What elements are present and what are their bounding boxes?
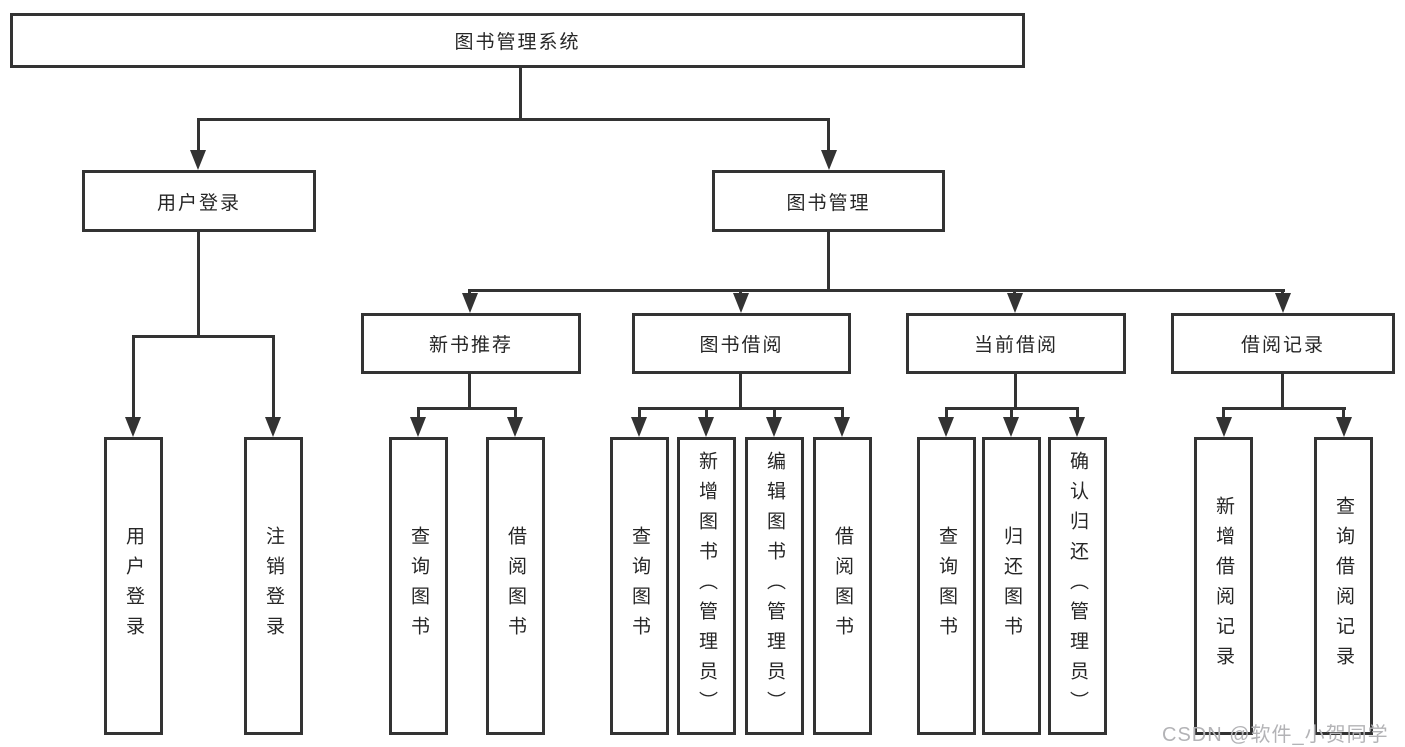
connector-line-h bbox=[417, 407, 517, 410]
leaf-logout: 注销登录 bbox=[244, 437, 303, 735]
connector-line-h bbox=[638, 407, 844, 410]
node-current-borrow-label: 当前借阅 bbox=[973, 335, 1058, 356]
node-borrow-record: 借阅记录 bbox=[1171, 313, 1395, 374]
leaf-borrow-borrow-label: 借阅图书 bbox=[832, 526, 853, 646]
connector-line-v bbox=[705, 407, 708, 421]
connector-line-v bbox=[197, 232, 200, 335]
arrowhead-down-icon bbox=[1336, 417, 1352, 437]
leaf-logout-label: 注销登录 bbox=[263, 526, 284, 646]
connector-line-v bbox=[827, 232, 830, 291]
leaf-newbook-query-label: 查询图书 bbox=[408, 526, 429, 646]
arrowhead-down-icon bbox=[766, 417, 782, 437]
arrowhead-down-icon bbox=[834, 417, 850, 437]
arrowhead-down-icon bbox=[265, 417, 281, 437]
node-user-login: 用户登录 bbox=[82, 170, 316, 232]
arrowhead-down-icon bbox=[821, 150, 837, 170]
leaf-borrow-edit-admin: 编辑图书（管理员） bbox=[745, 437, 804, 735]
connector-line-v bbox=[945, 407, 948, 421]
leaf-record-add: 新增借阅记录 bbox=[1194, 437, 1253, 735]
arrowhead-down-icon bbox=[631, 417, 647, 437]
node-book-management-label: 图书管理 bbox=[786, 192, 871, 214]
leaf-record-query: 查询借阅记录 bbox=[1314, 437, 1373, 735]
connector-line-v bbox=[1281, 374, 1284, 407]
leaf-record-add-label: 新增借阅记录 bbox=[1213, 496, 1234, 676]
node-new-book-recommend-label: 新书推荐 bbox=[428, 335, 513, 356]
node-book-borrow-label: 图书借阅 bbox=[699, 335, 784, 356]
connector-line-v bbox=[1222, 407, 1225, 421]
connector-line-v bbox=[739, 374, 742, 407]
arrowhead-down-icon bbox=[410, 417, 426, 437]
arrowhead-down-icon bbox=[1007, 293, 1023, 313]
node-book-management: 图书管理 bbox=[712, 170, 945, 232]
connector-line-v bbox=[514, 407, 517, 421]
leaf-user-login-label: 用户登录 bbox=[123, 526, 144, 646]
csdn-watermark: CSDN @软件_小贺同学 bbox=[1162, 724, 1389, 746]
leaf-current-return-label: 归还图书 bbox=[1001, 526, 1022, 646]
connector-line-v bbox=[827, 118, 830, 152]
connector-line-h bbox=[197, 118, 830, 121]
leaf-borrow-add-admin-label: 新增图书（管理员） bbox=[696, 451, 717, 721]
node-root: 图书管理系统 bbox=[10, 13, 1025, 68]
leaf-current-confirm-admin-label: 确认归还（管理员） bbox=[1067, 451, 1088, 721]
node-borrow-record-label: 借阅记录 bbox=[1240, 335, 1325, 356]
arrowhead-down-icon bbox=[462, 293, 478, 313]
arrowhead-down-icon bbox=[1275, 293, 1291, 313]
leaf-current-query: 查询图书 bbox=[917, 437, 976, 735]
connector-line-h bbox=[132, 335, 275, 338]
connector-line-v bbox=[197, 118, 200, 152]
connector-line-h bbox=[1222, 407, 1346, 410]
connector-line-v bbox=[841, 407, 844, 421]
leaf-newbook-borrow: 借阅图书 bbox=[486, 437, 545, 735]
leaf-current-return: 归还图书 bbox=[982, 437, 1041, 735]
arrowhead-down-icon bbox=[1069, 417, 1085, 437]
leaf-record-query-label: 查询借阅记录 bbox=[1333, 496, 1354, 676]
leaf-borrow-edit-admin-label: 编辑图书（管理员） bbox=[764, 451, 785, 721]
leaf-current-query-label: 查询图书 bbox=[936, 526, 957, 646]
connector-line-h bbox=[468, 289, 1285, 292]
node-root-label: 图书管理系统 bbox=[454, 32, 581, 53]
leaf-borrow-borrow: 借阅图书 bbox=[813, 437, 872, 735]
leaf-newbook-borrow-label: 借阅图书 bbox=[505, 526, 526, 646]
leaf-borrow-add-admin: 新增图书（管理员） bbox=[677, 437, 736, 735]
node-user-login-label: 用户登录 bbox=[156, 192, 241, 214]
connector-line-v bbox=[773, 407, 776, 421]
connector-line-v bbox=[417, 407, 420, 421]
leaf-current-confirm-admin: 确认归还（管理员） bbox=[1048, 437, 1107, 735]
arrowhead-down-icon bbox=[190, 150, 206, 170]
connector-line-v bbox=[1076, 407, 1079, 421]
arrowhead-down-icon bbox=[125, 417, 141, 437]
leaf-user-login: 用户登录 bbox=[104, 437, 163, 735]
arrowhead-down-icon bbox=[1216, 417, 1232, 437]
arrowhead-down-icon bbox=[698, 417, 714, 437]
connector-line-v bbox=[1010, 407, 1013, 421]
connector-line-v bbox=[638, 407, 641, 421]
arrowhead-down-icon bbox=[938, 417, 954, 437]
leaf-newbook-query: 查询图书 bbox=[389, 437, 448, 735]
node-book-borrow: 图书借阅 bbox=[632, 313, 851, 374]
arrowhead-down-icon bbox=[1003, 417, 1019, 437]
connector-line-v bbox=[272, 335, 275, 419]
connector-line-v bbox=[1014, 374, 1017, 407]
leaf-borrow-query-label: 查询图书 bbox=[629, 526, 650, 646]
connector-line-v bbox=[1342, 407, 1345, 421]
arrowhead-down-icon bbox=[733, 293, 749, 313]
node-new-book-recommend: 新书推荐 bbox=[361, 313, 581, 374]
leaf-borrow-query: 查询图书 bbox=[610, 437, 669, 735]
connector-line-v bbox=[519, 68, 522, 118]
connector-line-v bbox=[132, 335, 135, 419]
node-current-borrow: 当前借阅 bbox=[906, 313, 1126, 374]
arrowhead-down-icon bbox=[507, 417, 523, 437]
connector-line-v bbox=[468, 374, 471, 407]
